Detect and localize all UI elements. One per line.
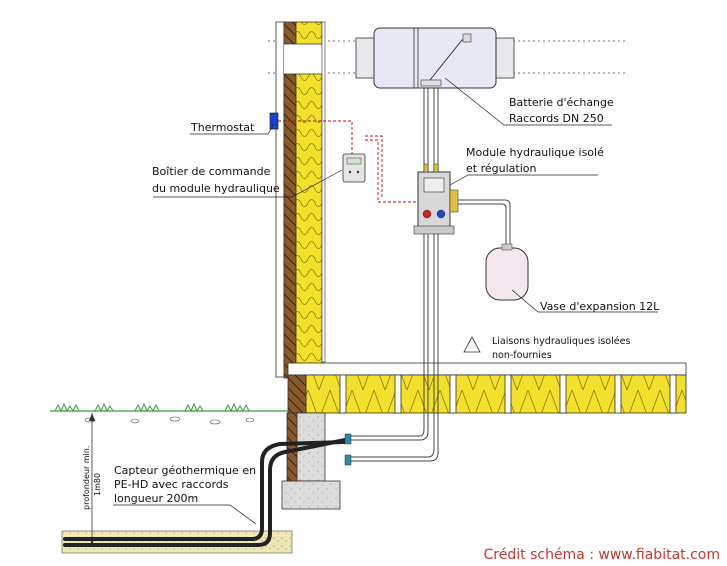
expansion-vessel <box>458 199 529 301</box>
credit-text: Crédit schéma : www.fiabitat.com <box>484 547 720 563</box>
hydraulic-module-label-line2: et régulation <box>466 162 536 175</box>
hydraulic-module <box>413 163 459 235</box>
thermostat-label: Thermostat <box>190 121 255 134</box>
warning-triangle <box>463 336 481 353</box>
control-box <box>342 153 366 183</box>
depth-label-1: profondeur min. <box>82 446 91 510</box>
foundation <box>281 412 341 510</box>
expansion-vessel-label: Vase d'expansion 12L <box>540 300 660 313</box>
control-wires <box>278 120 418 203</box>
hydraulic-link-pipes <box>345 84 439 462</box>
control-box-label-line1: Boîtier de commande <box>152 165 271 178</box>
ground-grass <box>50 402 288 425</box>
floor-slab <box>287 362 687 414</box>
control-box-label-line2: du module hydraulique <box>152 182 280 195</box>
links-label-line1: Liaisons hydrauliques isolées <box>492 336 630 347</box>
collector-label-line2: PE-HD avec raccords <box>114 478 229 491</box>
trench-soil <box>61 530 293 554</box>
exchanger-label-line1: Batterie d'échange <box>509 96 614 109</box>
heat-exchanger-battery <box>355 27 515 89</box>
hydraulic-module-label-line1: Module hydraulique isolé <box>466 146 604 159</box>
collector-label-line3: longueur 200m <box>114 492 198 505</box>
leader-lines <box>113 77 658 525</box>
thermostat-device <box>269 112 279 130</box>
pipe-fittings <box>344 433 352 466</box>
exchanger-label-line2: Raccords DN 250 <box>509 112 604 125</box>
links-label-line2: non-fournies <box>492 350 552 361</box>
depth-label-2: 1m80 <box>93 473 102 496</box>
collector-label-line1: Capteur géothermique en <box>114 464 256 477</box>
house-wall <box>275 21 326 379</box>
geothermal-collector-pipe <box>63 438 347 547</box>
